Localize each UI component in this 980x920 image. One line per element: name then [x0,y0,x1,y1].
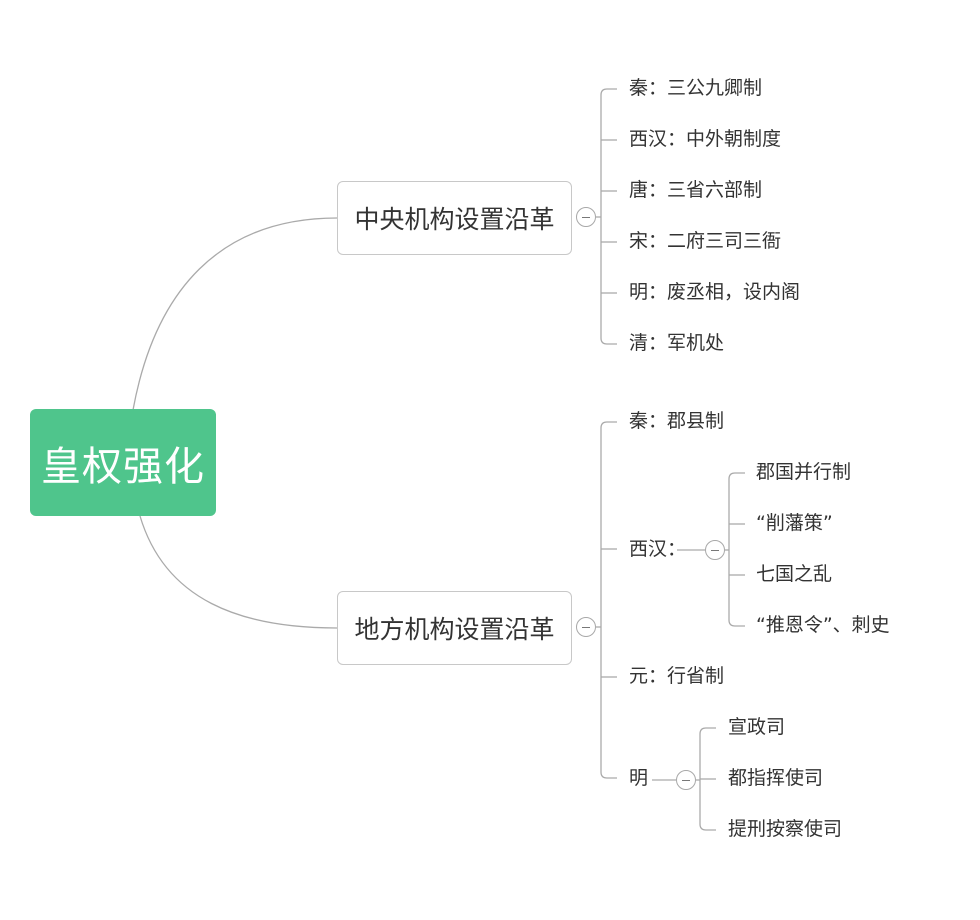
leaf-han-grace-decree[interactable]: “推恩令”、刺史 [756,614,890,636]
bracket-central-spine [600,88,617,345]
root-node-label: 皇权强化 [41,443,205,490]
leaf-local-western-han[interactable]: 西汉： [629,538,687,560]
leaf-central-song[interactable]: 宋：二府三司三衙 [629,230,782,252]
collapse-toggle-western-han[interactable] [705,540,725,560]
leaf-central-qing[interactable]: 清：军机处 [629,332,725,354]
connector-root-central [132,217,338,411]
connector-root-local [139,515,338,629]
bracket-western-han-spine [728,472,745,627]
leaf-han-seven-states[interactable]: 七国之乱 [756,563,833,585]
leaf-local-ming[interactable]: 明 [629,767,649,789]
branch-node-local[interactable]: 地方机构设置沿革 [337,591,572,665]
collapse-toggle-local[interactable] [576,617,596,637]
leaf-central-ming[interactable]: 明：废丞相，设内阁 [629,281,801,303]
branch-node-central[interactable]: 中央机构设置沿革 [337,181,572,255]
bracket-local-spine [600,421,617,779]
leaf-ming-civil-admin[interactable]: 宣政司 [728,716,786,738]
root-node[interactable]: 皇权强化 [30,409,216,516]
leaf-central-tang[interactable]: 唐：三省六部制 [629,179,763,201]
leaf-han-commandery-fief[interactable]: 郡国并行制 [756,461,852,483]
branch-node-local-label: 地方机构设置沿革 [354,615,555,644]
collapse-toggle-central[interactable] [576,207,596,227]
leaf-ming-military-commission[interactable]: 都指挥使司 [728,767,824,789]
leaf-local-yuan[interactable]: 元：行省制 [629,665,725,687]
leaf-ming-surveillance-commission[interactable]: 提刑按察使司 [728,818,843,840]
leaf-central-qin[interactable]: 秦：三公九卿制 [629,77,763,99]
leaf-central-western-han[interactable]: 西汉：中外朝制度 [629,128,782,150]
leaf-local-qin[interactable]: 秦：郡县制 [629,410,725,432]
collapse-toggle-ming[interactable] [676,770,696,790]
branch-node-central-label: 中央机构设置沿革 [354,205,555,234]
leaf-han-reduce-fiefs[interactable]: “削藩策” [756,512,833,534]
